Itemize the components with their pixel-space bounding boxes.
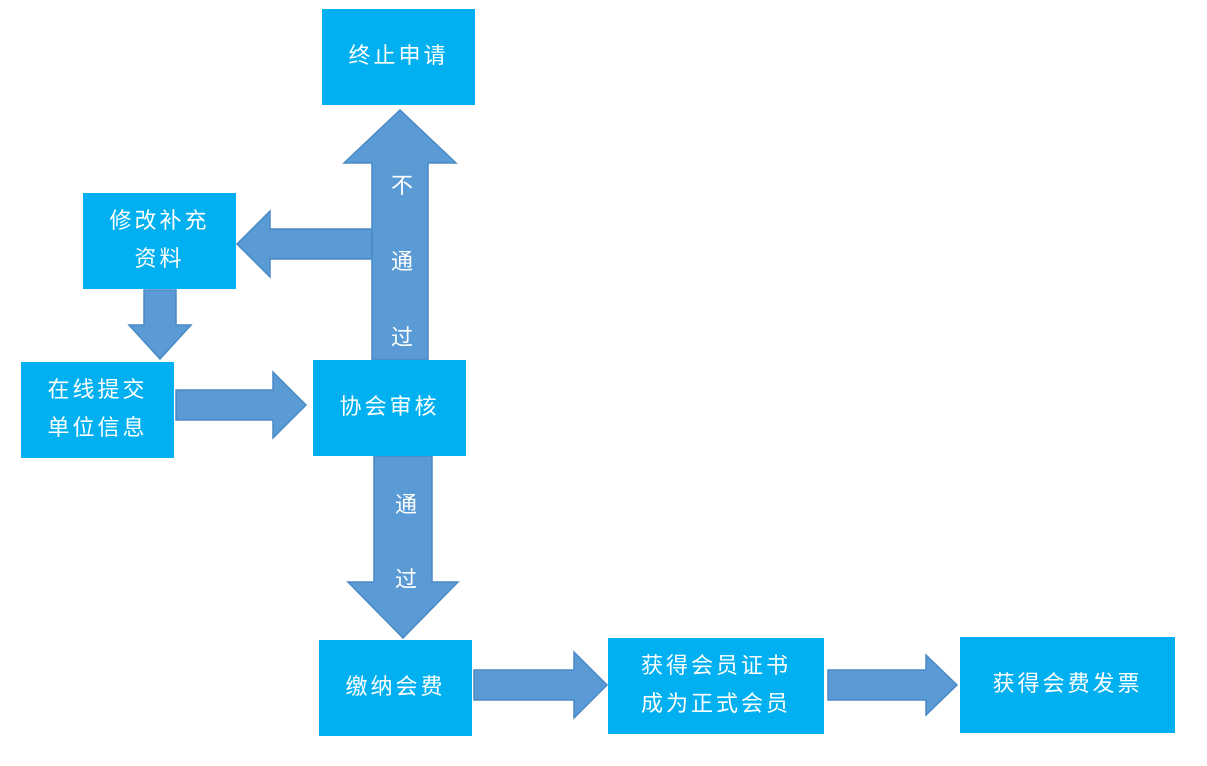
node-label: 获得会费发票 — [992, 672, 1143, 697]
fail-edge-label: 不 通 过 — [382, 168, 422, 356]
arrow-review-to-pay — [346, 455, 460, 640]
node-label: 协会审核 — [339, 395, 440, 420]
arrow-certificate-to-invoice — [827, 653, 959, 717]
node-label-line: 资料 — [134, 247, 185, 272]
node-obtain-certificate[interactable]: 获得会员证书 成为正式会员 — [608, 638, 824, 734]
arrow-review-to-terminate — [342, 108, 458, 361]
fail-label-char: 过 — [390, 326, 413, 351]
node-label-line: 修改补充 — [109, 209, 210, 234]
arrow-modify-to-submit — [127, 289, 193, 361]
pass-label-char: 过 — [394, 568, 417, 593]
node-label: 缴纳会费 — [345, 675, 446, 700]
arrow-pay-to-certificate — [473, 650, 609, 720]
node-submit-info[interactable]: 在线提交 单位信息 — [21, 362, 174, 458]
pass-edge-label: 通 过 — [386, 487, 426, 598]
node-obtain-invoice[interactable]: 获得会费发票 — [960, 637, 1175, 733]
node-modify-materials[interactable]: 修改补充 资料 — [83, 193, 236, 289]
fail-label-char: 通 — [390, 250, 413, 275]
node-label-line: 获得会员证书 — [640, 654, 791, 679]
node-association-review[interactable]: 协会审核 — [313, 360, 466, 456]
node-label-line: 单位信息 — [47, 416, 148, 441]
arrow-fail-to-modify — [235, 209, 373, 279]
fail-label-char: 不 — [390, 174, 413, 199]
arrow-submit-to-review — [175, 370, 308, 440]
pass-label-char: 通 — [394, 493, 417, 518]
node-label-line: 成为正式会员 — [640, 692, 791, 717]
node-pay-fee[interactable]: 缴纳会费 — [319, 640, 472, 736]
node-terminate-application[interactable]: 终止申请 — [322, 9, 475, 105]
node-label: 终止申请 — [348, 44, 449, 69]
node-label-line: 在线提交 — [47, 378, 148, 403]
